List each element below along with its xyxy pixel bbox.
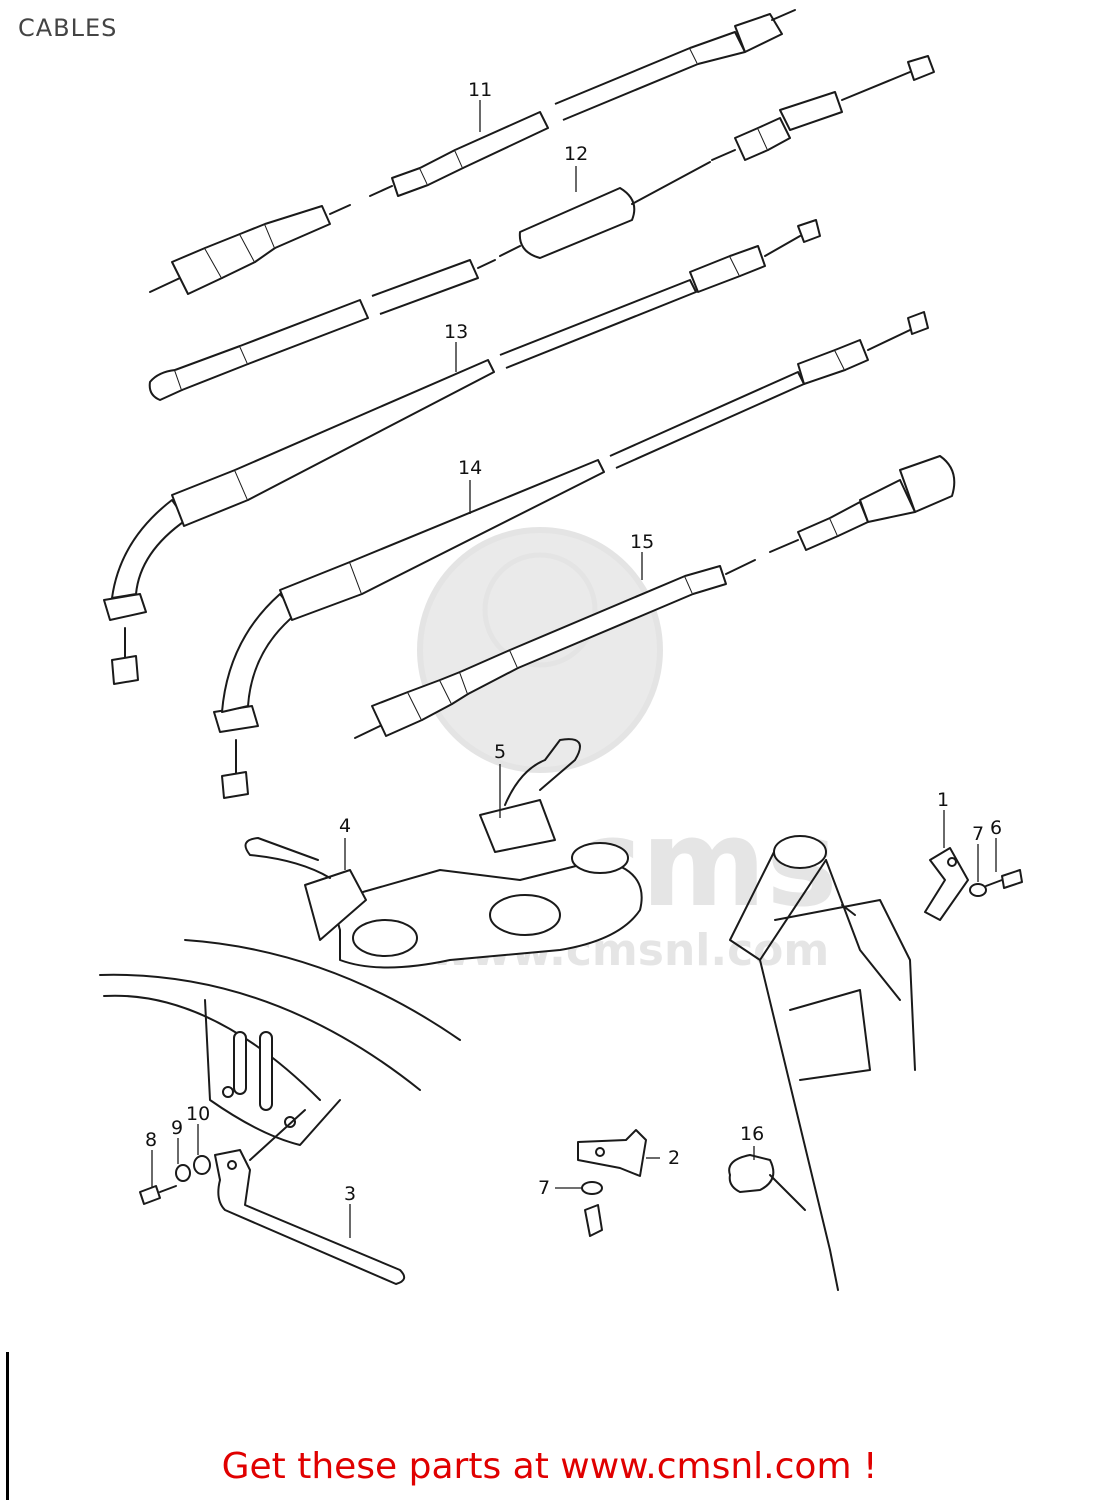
leader-lines [151, 100, 997, 1238]
callout-8: 8 [145, 1129, 157, 1151]
callout-14: 14 [458, 457, 482, 479]
callout-10: 10 [186, 1103, 210, 1125]
callout-7a: 7 [972, 823, 984, 845]
cable-15 [354, 455, 956, 739]
callout-16: 16 [740, 1123, 764, 1145]
fork-bracket [244, 738, 643, 969]
left-edge-bar [6, 1352, 9, 1500]
part-3-bracket [214, 1109, 406, 1285]
callout-3: 3 [344, 1183, 356, 1205]
callout-13: 13 [444, 321, 468, 343]
callout-5: 5 [494, 741, 506, 763]
callout-9: 9 [171, 1117, 183, 1139]
part-1-bracket [924, 847, 969, 921]
frame-head [729, 835, 916, 1291]
cable-12 [148, 55, 935, 401]
part-16-clamp [728, 1154, 806, 1211]
part-10-washer [193, 1155, 211, 1175]
callout-12: 12 [564, 143, 588, 165]
callout-4: 4 [339, 815, 351, 837]
part-7-washer-a [969, 883, 987, 897]
part-6-bolt [985, 869, 1023, 889]
page-title: CABLES [18, 14, 118, 42]
part-8-bolt [139, 1185, 177, 1205]
part-9-washer [175, 1164, 191, 1182]
cable-13 [103, 219, 821, 685]
part-2-bracket [577, 1129, 647, 1177]
callout-2: 2 [668, 1147, 680, 1169]
part-7-washer-b [581, 1181, 603, 1195]
callout-15: 15 [630, 531, 654, 553]
callout-11: 11 [468, 79, 492, 101]
footer-link-text[interactable]: Get these parts at www.cmsnl.com ! [221, 1446, 878, 1487]
callouts: 11 12 13 14 15 5 4 1 7 6 2 16 3 8 9 10 7 [145, 79, 1002, 1205]
callout-1: 1 [937, 789, 949, 811]
cable-14 [213, 311, 929, 799]
part-7-bolt [584, 1204, 603, 1237]
callout-6: 6 [990, 817, 1002, 839]
front-fender [99, 939, 461, 1146]
cable-11 [149, 9, 796, 295]
callout-7b: 7 [538, 1177, 550, 1199]
